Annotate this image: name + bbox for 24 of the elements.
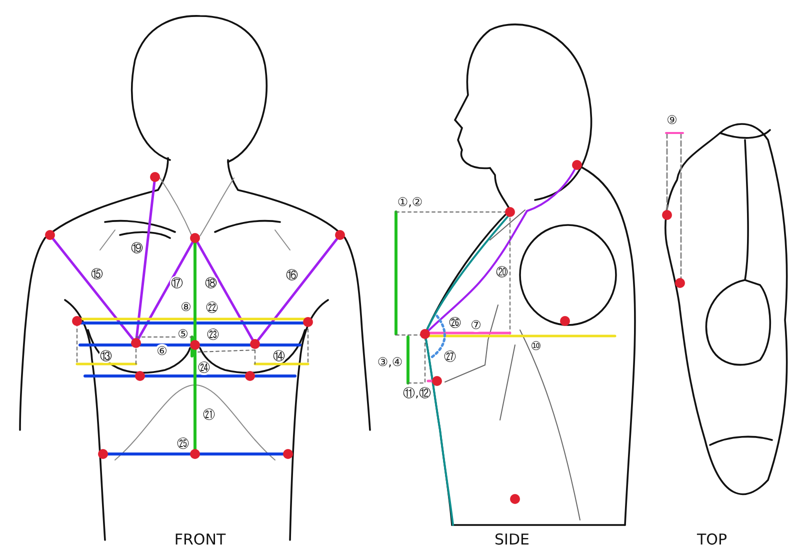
callout-number: ㉖	[448, 316, 462, 330]
callout-number: ㉑	[202, 408, 216, 422]
callout-number: ㉕	[176, 437, 190, 451]
callout-number: ①,②	[396, 195, 424, 209]
callout-number: ⑪,⑫	[402, 386, 432, 400]
callout-number: ⑥	[156, 344, 168, 358]
callout-number: ⑲	[130, 241, 144, 255]
callout-number: ㉒	[205, 301, 219, 315]
callout-number: ㉔	[197, 361, 211, 375]
callout-number: ⑨	[666, 113, 678, 127]
callout-number: ㉗	[443, 350, 457, 364]
callout-number: ③,④	[376, 355, 404, 369]
callout-number: ⑦	[470, 318, 482, 332]
callout-number: ⑮	[90, 267, 104, 281]
callout-number: ⑯	[285, 268, 299, 282]
callout-number: ⑬	[99, 349, 113, 363]
callout-number: ⑤	[176, 327, 190, 341]
callout-number: ㉓	[206, 328, 220, 342]
callout-number: ⑧	[180, 300, 192, 314]
callout-number: ⑱	[204, 276, 218, 290]
callout-number: ⑳	[495, 265, 509, 279]
callout-number: ⑭	[272, 349, 286, 363]
callout-number: ⑩	[530, 339, 542, 353]
callout-number: ⑰	[170, 276, 184, 290]
